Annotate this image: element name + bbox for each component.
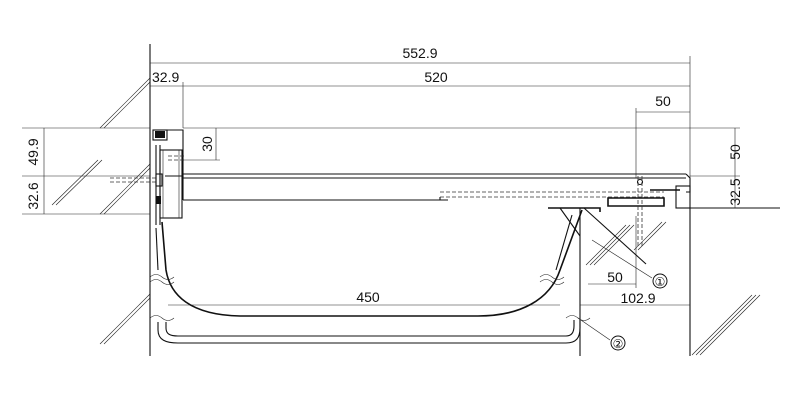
dim-left-lower-label: 32.6	[25, 182, 41, 209]
dim-lower-right: 50 102.9	[580, 216, 690, 306]
dim-basin-label: 450	[356, 289, 380, 305]
callout-2-label: ②	[613, 337, 624, 351]
dim-lower-right-small-label: 50	[607, 269, 623, 285]
worktop-section	[165, 129, 691, 209]
left-cabinet	[152, 129, 183, 225]
dim-right-lip: 50	[635, 93, 690, 178]
break-marks	[149, 274, 591, 321]
dim-right-vertical: 50 32.5	[727, 128, 743, 208]
dim-right-lip-label: 50	[655, 93, 671, 109]
dim-opening-label: 520	[424, 69, 448, 85]
callout-1: ①	[591, 239, 668, 289]
dim-overall: 552.9	[150, 45, 691, 208]
dim-lower-right-large-label: 102.9	[620, 290, 655, 306]
dim-right-upper-label: 50	[727, 144, 743, 160]
under-bracket	[548, 207, 647, 265]
callout-1-label: ①	[655, 275, 666, 289]
dim-left-vertical: 49.9 32.6	[25, 128, 45, 214]
callout-2: ②	[577, 317, 626, 351]
support-pipe	[157, 320, 581, 344]
dim-flange-label: 30	[199, 136, 215, 152]
dim-overall-label: 552.9	[402, 45, 437, 61]
right-wall-hatch	[585, 221, 761, 356]
dim-opening: 32.9 520	[150, 69, 690, 128]
dim-left-upper-label: 49.9	[25, 138, 41, 165]
sink-basin	[155, 209, 583, 317]
dim-right-lower-label: 32.5	[727, 178, 743, 205]
left-wall-hatch	[51, 77, 151, 345]
dim-flange: 30	[183, 128, 220, 161]
screws	[110, 155, 644, 246]
dim-left-offset-label: 32.9	[152, 69, 179, 85]
dim-basin: 450	[168, 289, 560, 306]
